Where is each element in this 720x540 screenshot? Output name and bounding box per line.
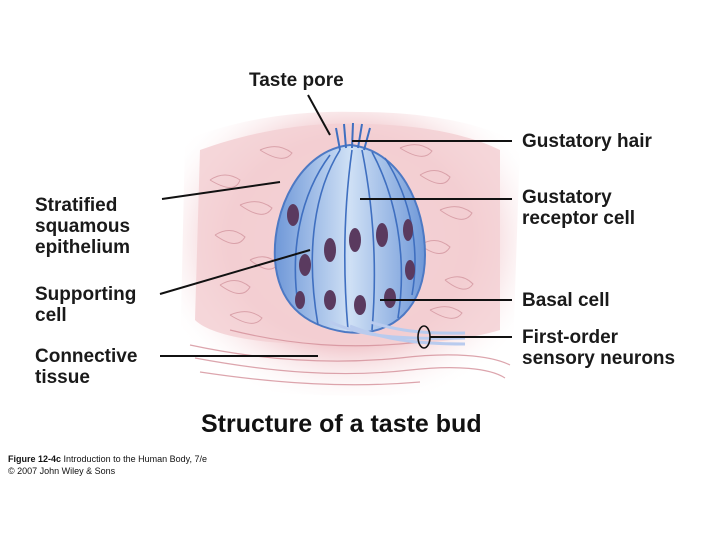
- leader-lines: [159, 94, 512, 357]
- diagram-title: Structure of a taste bud: [201, 410, 482, 438]
- figure-credit: Figure 12-4c Introduction to the Human B…: [8, 454, 207, 464]
- copyright-notice: © 2007 John Wiley & Sons: [8, 466, 116, 476]
- leader-supporting-cell: [159, 249, 311, 295]
- taste-bud: [273, 122, 427, 334]
- book-title: Introduction to the Human Body, 7/e: [63, 454, 207, 464]
- label-connective-tissue: Connective tissue: [35, 346, 138, 388]
- label-gustatory-receptor-cell: Gustatory receptor cell: [522, 187, 635, 229]
- label-stratified-squamous-epithelium: Stratified squamous epithelium: [35, 195, 131, 258]
- label-taste-pore: Taste pore: [249, 70, 344, 91]
- cell-nuclei: [287, 204, 415, 315]
- figure-number: Figure 12-4c: [8, 454, 62, 464]
- leader-taste-pore: [307, 94, 331, 136]
- label-gustatory-hair: Gustatory hair: [522, 131, 652, 152]
- label-supporting-cell: Supporting cell: [35, 284, 137, 326]
- sensory-neurons: [329, 320, 466, 346]
- label-first-order-sensory-neurons: First-order sensory neurons: [522, 327, 676, 369]
- leader-stratified-squamous-epithelium: [161, 181, 281, 200]
- label-basal-cell: Basal cell: [522, 290, 610, 311]
